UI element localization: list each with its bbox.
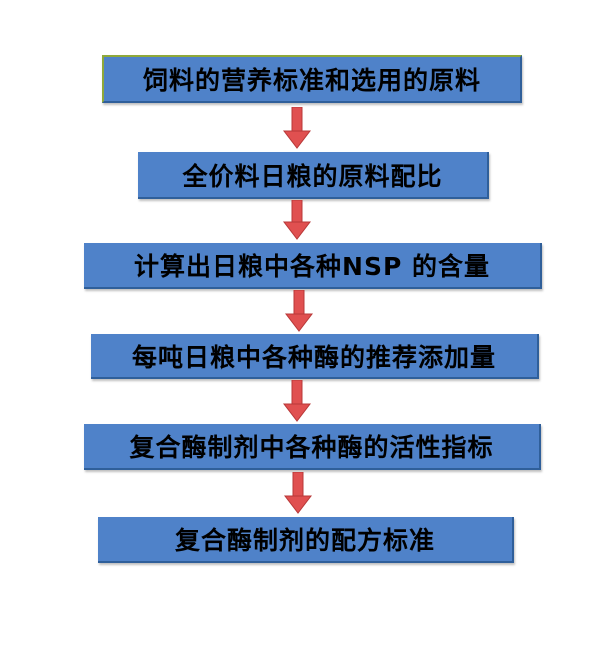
step-6-box: 复合酶制剂的配方标准 <box>98 517 514 563</box>
arrow-down-4 <box>282 380 312 422</box>
step-1-label: 饲料的营养标准和选用的原料 <box>142 66 481 95</box>
step-6-label: 复合酶制剂的配方标准 <box>174 526 435 555</box>
step-4-label: 每吨日粮中各种酶的推荐添加量 <box>131 342 496 372</box>
arrow-down-5 <box>283 472 313 514</box>
step-3-box: 计算出日粮中各种NSP 的含量 <box>84 243 542 289</box>
arrow-down-2 <box>282 200 312 240</box>
step-4-box: 每吨日粮中各种酶的推荐添加量 <box>91 334 539 379</box>
step-5-box: 复合酶制剂中各种酶的活性指标 <box>84 424 541 470</box>
arrow-down-1 <box>282 107 312 149</box>
step-2-label: 全价料日粮的原料配比 <box>182 161 443 191</box>
step-5-label: 复合酶制剂中各种酶的活性指标 <box>129 433 494 462</box>
step-1-box: 饲料的营养标准和选用的原料 <box>102 55 522 103</box>
step-2-box: 全价料日粮的原料配比 <box>138 152 489 199</box>
arrow-down-3 <box>284 290 314 332</box>
step-3-label: 计算出日粮中各种NSP 的含量 <box>134 252 490 281</box>
